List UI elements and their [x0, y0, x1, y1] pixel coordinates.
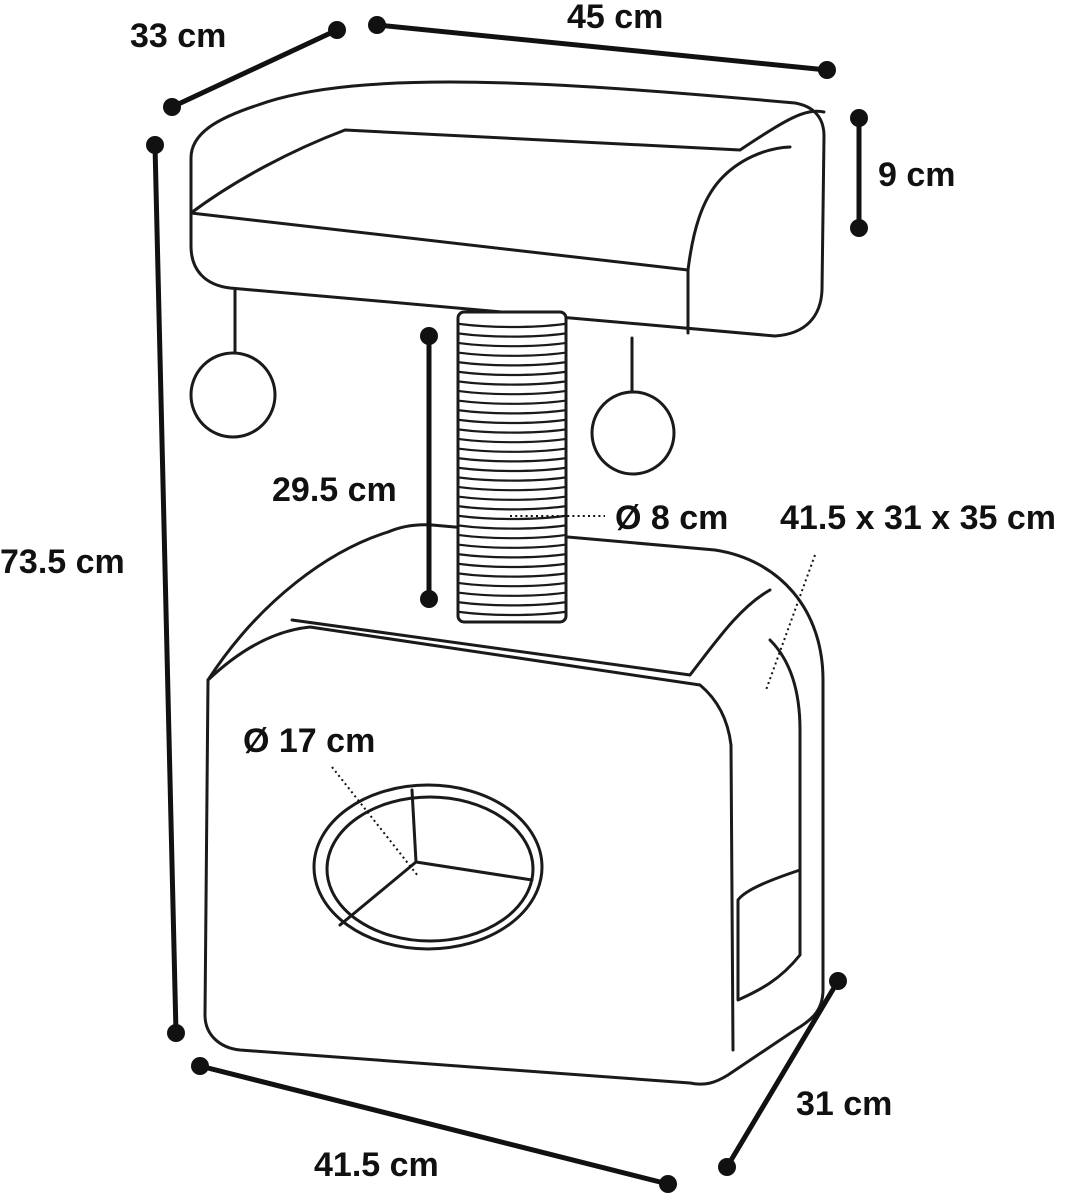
leader-house-dimensions	[765, 554, 816, 691]
rope-wrap-line	[458, 322, 566, 329]
dim-base-width-line	[197, 1063, 671, 1187]
dim-post-height-start	[420, 327, 438, 345]
post-body	[456, 310, 568, 624]
dim-top-width-end	[818, 61, 836, 79]
house-back-edge	[736, 868, 802, 1002]
house-body	[203, 523, 825, 1086]
rope-wrap-line	[458, 466, 566, 473]
rope-wrap-line	[458, 543, 566, 549]
rope-wrap-line	[458, 457, 566, 463]
rope-wrap-line	[458, 553, 566, 559]
rope-wrap-line	[458, 428, 566, 434]
rope-wrap-line	[458, 505, 566, 511]
rope-wrap-line	[458, 534, 566, 540]
rope-wrap-line	[458, 370, 566, 377]
dim-base-width-end	[659, 1175, 677, 1193]
label-total-height: 73.5 cm	[0, 543, 125, 581]
label-base-width: 41.5 cm	[314, 1146, 439, 1184]
rope-wrap-line	[458, 390, 566, 396]
rope-wrap-line	[458, 486, 566, 492]
rope-wrap-line	[458, 495, 566, 501]
entry-hole-interior-corner	[338, 788, 534, 927]
label-base-depth: 31 cm	[796, 1085, 892, 1123]
dim-total-height-start	[146, 136, 164, 154]
dim-top-depth-end	[328, 21, 346, 39]
platform-side-edge	[686, 145, 792, 272]
leader-hole-diameter	[331, 766, 419, 877]
dim-platform-height-end	[850, 219, 868, 237]
dim-base-depth-end	[829, 972, 847, 990]
house-front-top-curve	[206, 625, 733, 747]
rope-wrap-line	[458, 342, 566, 348]
dimension-labels: 33 cm 45 cm 9 cm 73.5 cm 29.5 cm Ø 8 cm …	[0, 0, 1056, 1184]
rope-wrap-line	[458, 562, 566, 569]
label-platform-height: 9 cm	[878, 156, 956, 194]
rope-wrap-line	[458, 524, 566, 530]
dim-top-width-line	[374, 22, 830, 73]
rope-wrap-line	[458, 361, 566, 367]
post-rope-wraps	[458, 322, 566, 617]
rope-wrap-line	[458, 601, 566, 607]
house-top-edge	[290, 588, 772, 677]
rope-wrap-line	[458, 582, 566, 588]
dim-total-height-line	[152, 142, 179, 1036]
rope-wrap-line	[458, 399, 566, 405]
toy-ball-right	[590, 390, 676, 476]
dim-top-depth-line	[169, 27, 340, 110]
rope-wrap-line	[458, 591, 566, 597]
dim-top-width-start	[368, 16, 386, 34]
dim-base-width-start	[191, 1057, 209, 1075]
platform-cushion-top	[189, 109, 826, 215]
rope-wrap-line	[458, 418, 566, 425]
rope-wrap-line	[458, 447, 566, 453]
rope-wrap-line	[458, 610, 566, 617]
rope-wrap-line	[458, 380, 566, 386]
rope-wrap-line	[458, 409, 566, 415]
dim-base-depth-line	[724, 978, 841, 1170]
entry-hole-inner	[325, 795, 535, 943]
platform-front-edge	[189, 211, 690, 272]
label-post-height: 29.5 cm	[272, 471, 397, 509]
label-top-width: 45 cm	[567, 0, 663, 36]
dim-platform-height-start	[850, 109, 868, 127]
entry-hole-outer	[312, 783, 544, 951]
dim-base-depth-start	[718, 1158, 736, 1176]
hanging-toy-left	[189, 288, 277, 439]
house-side-opening	[736, 638, 802, 957]
rope-wrap-line	[458, 572, 566, 578]
dim-top-depth-start	[163, 98, 181, 116]
dimension-lines	[146, 16, 868, 1193]
top-platform	[189, 80, 826, 338]
dim-total-height-end	[167, 1024, 185, 1042]
house-base	[203, 523, 825, 1086]
label-house-dimensions: 41.5 x 31 x 35 cm	[780, 499, 1056, 537]
label-top-depth: 33 cm	[130, 17, 226, 55]
platform-body	[189, 80, 826, 338]
rope-wrap-line	[458, 351, 566, 357]
hanging-toy-right	[590, 336, 676, 476]
toy-ball-left	[189, 351, 277, 439]
house-front-side-edge	[729, 743, 735, 1052]
rope-wrap-line	[458, 476, 566, 482]
scratching-post	[456, 310, 568, 624]
label-hole-diameter: Ø 17 cm	[243, 722, 375, 760]
rope-wrap-line	[458, 438, 566, 444]
label-post-diameter: Ø 8 cm	[615, 499, 728, 537]
dim-post-height-end	[420, 590, 438, 608]
rope-wrap-line	[458, 332, 566, 338]
rope-wrap-line	[458, 514, 566, 521]
